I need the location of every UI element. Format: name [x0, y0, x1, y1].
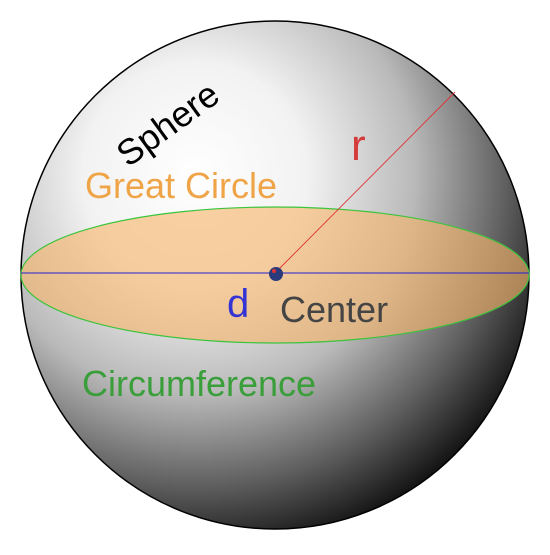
center-point	[269, 267, 283, 281]
diameter-label: d	[227, 282, 249, 326]
radius-label: r	[351, 121, 366, 170]
circumference-label: Circumference	[82, 363, 316, 404]
center-label: Center	[280, 289, 388, 330]
great-circle-label: Great Circle	[85, 165, 277, 206]
radius-line	[274, 91, 456, 274]
center-point-highlight	[272, 269, 276, 273]
